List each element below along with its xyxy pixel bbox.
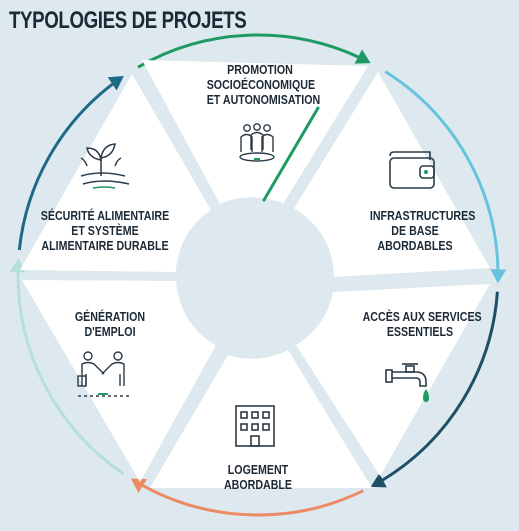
center-hub <box>176 198 334 356</box>
arc-logement <box>140 483 364 517</box>
arc-promotion <box>137 33 361 69</box>
segment-emploi <box>22 280 216 482</box>
outer-ring-arrows <box>9 33 507 517</box>
segment-infrastructures <box>293 72 490 277</box>
arc-securite <box>17 82 115 251</box>
segment-logement <box>150 350 372 488</box>
segment-services <box>296 284 490 476</box>
segment-promotion <box>142 60 368 204</box>
arrowhead-infrastructures <box>490 269 507 284</box>
arc-emploi <box>16 270 125 476</box>
wallet-icon <box>389 151 435 189</box>
page-title: TYPOLOGIES DE PROJETS <box>9 7 247 34</box>
arrowhead-logement <box>130 478 147 493</box>
arc-infrastructures <box>384 70 500 271</box>
building-icon <box>235 405 275 447</box>
people-group-icon <box>239 123 275 162</box>
inner-accent-lines <box>262 106 320 202</box>
handshake-icon <box>77 351 130 397</box>
segment-securite <box>20 74 211 272</box>
arc-services <box>380 291 499 483</box>
arrowhead-securite <box>107 76 124 91</box>
sprout-icon <box>80 143 130 189</box>
water-tap-icon <box>385 363 429 402</box>
arrowhead-services <box>370 473 387 488</box>
arrowhead-promotion <box>354 49 371 64</box>
